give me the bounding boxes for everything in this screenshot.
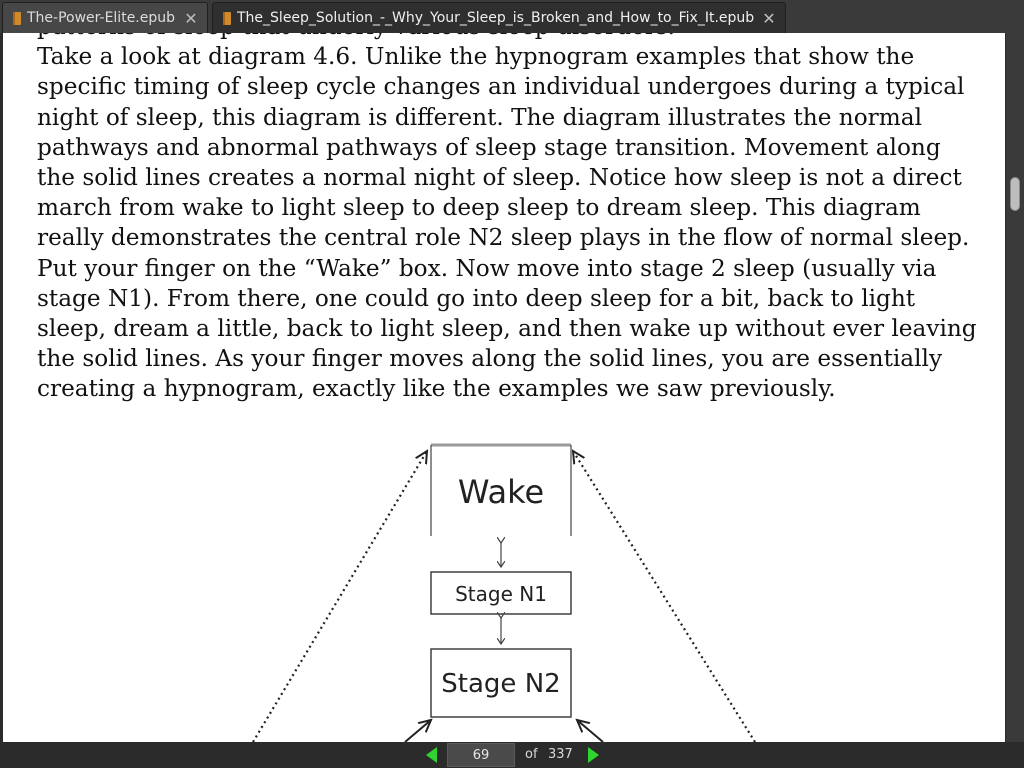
wake-node: Wake [430,443,572,536]
of-label: of [525,747,538,762]
close-icon[interactable]: ✕ [762,8,776,28]
wake-label: Wake [458,473,544,511]
sleep-stage-diagram: Wake Stage N1 Stage N2 [252,443,756,742]
dotted-path-right [573,451,756,742]
stage-n2-label: Stage N2 [441,669,560,699]
tab-label: The_Sleep_Solution_-_Why_Your_Sleep_is_B… [237,10,755,26]
next-page-icon[interactable] [588,747,599,763]
previous-page-icon[interactable] [426,747,437,763]
vertical-scrollbar[interactable] [1006,33,1024,742]
close-icon[interactable]: ✕ [184,8,198,28]
scroll-thumb[interactable] [1010,177,1020,211]
book-icon [13,11,21,25]
page-navigation: of 337 [0,742,1024,768]
book-page: patterns of sleep that underly various s… [3,33,1005,742]
page-number-input[interactable] [447,743,515,767]
body-paragraph: Take a look at diagram 4.6. Unlike the h… [37,43,977,403]
stage-n1-node: Stage N1 [430,571,572,615]
total-pages: 337 [548,747,573,762]
arrow-into-n2-right [577,720,604,742]
arrow-into-n2-left [404,720,431,742]
tab-bar: The-Power-Elite.epub ✕ The_Sleep_Solutio… [0,0,1024,33]
stage-n1-label: Stage N1 [455,582,547,606]
tab-power-elite[interactable]: The-Power-Elite.epub ✕ [2,2,208,33]
tab-label: The-Power-Elite.epub [27,10,176,26]
book-icon [223,11,231,25]
page-text: patterns of sleep that underly various s… [37,33,977,405]
stage-n2-node: Stage N2 [430,648,572,718]
dotted-path-left [252,451,427,742]
tab-sleep-solution[interactable]: The_Sleep_Solution_-_Why_Your_Sleep_is_B… [212,2,786,33]
cut-off-line: patterns of sleep that underly various s… [37,33,977,42]
